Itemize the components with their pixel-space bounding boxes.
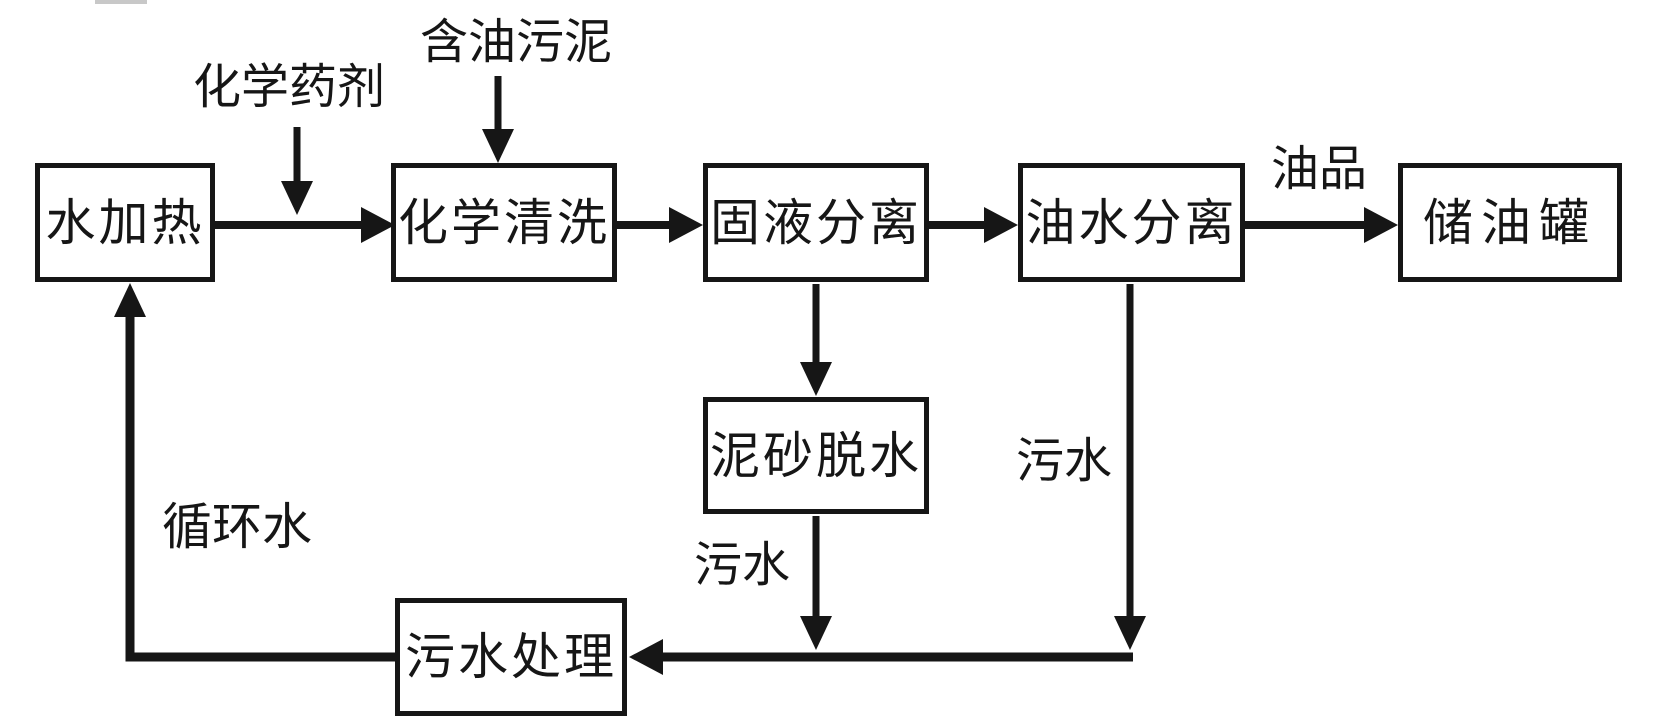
box-oil-storage-tank-label: 储油罐 (1423, 194, 1597, 251)
scan-artifact (95, 0, 147, 4)
label-oil-product: 油品 (1270, 143, 1367, 196)
label-chemical-agent: 化学药剂 (192, 61, 385, 114)
label-circulating-water: 循环水 (162, 499, 312, 555)
arrowhead-right-icon (361, 207, 395, 243)
arrowhead-down-icon (281, 181, 313, 215)
box-sewage-treatment-label: 污水处理 (405, 629, 617, 685)
box-chemical-cleaning-label: 化学清洗 (398, 194, 610, 251)
arrowhead-down-icon (800, 616, 832, 650)
label-sewage-mid: 污水 (693, 539, 790, 592)
box-sediment-dewatering: 泥砂脱水 (703, 397, 929, 514)
arrow-circulating-water-return (114, 283, 397, 662)
arrowhead-right-icon (669, 207, 703, 243)
arrow-sediment-dewatering-sewage-down (800, 516, 832, 650)
box-water-heating: 水加热 (35, 163, 215, 282)
box-chemical-cleaning: 化学清洗 (391, 163, 617, 282)
box-oil-water-separation-label: 油水分离 (1025, 194, 1238, 251)
box-solid-liquid-separation: 固液分离 (703, 163, 929, 282)
box-water-heating-label: 水加热 (45, 194, 205, 251)
label-sewage-right: 污水 (1015, 435, 1112, 488)
arrow-solid-liquid-to-oil-water (929, 207, 1018, 243)
box-sediment-dewatering-label: 泥砂脱水 (710, 427, 922, 484)
label-oily-sludge: 含油污泥 (419, 16, 612, 69)
arrow-oily-sludge-feed (482, 76, 514, 163)
arrowhead-down-icon (482, 129, 514, 163)
arrowhead-down-icon (1114, 616, 1146, 650)
box-oil-storage-tank: 储油罐 (1398, 163, 1622, 282)
arrow-oil-water-sewage-down (1114, 284, 1146, 650)
arrow-chemical-cleaning-to-solid-liquid (617, 207, 703, 243)
arrowhead-right-icon (984, 207, 1018, 243)
arrowhead-left-icon (629, 639, 663, 675)
box-sewage-treatment: 污水处理 (395, 598, 627, 716)
box-solid-liquid-separation-label: 固液分离 (710, 194, 922, 251)
arrow-collector-to-sewage-treatment (629, 639, 1133, 675)
arrowhead-down-icon (800, 362, 832, 396)
box-oil-water-separation: 油水分离 (1018, 163, 1245, 282)
arrowhead-right-icon (1364, 207, 1398, 243)
arrow-water-heating-to-chemical-cleaning (215, 207, 395, 243)
arrowhead-up-icon (114, 283, 146, 317)
arrow-oil-water-to-storage-tank (1245, 207, 1398, 243)
arrow-chemical-agent-feed (281, 127, 313, 215)
arrow-solid-liquid-to-sediment-dewatering (800, 284, 832, 396)
